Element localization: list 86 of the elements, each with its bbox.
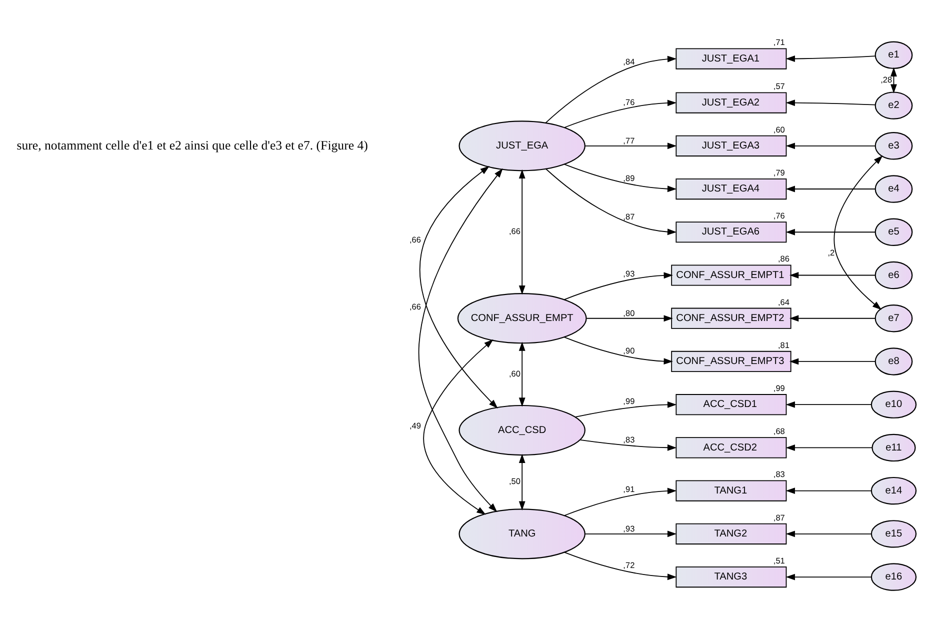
arrow: [786, 100, 876, 106]
arrow: [419, 166, 498, 409]
edge-label: ,72: [623, 561, 635, 570]
node-ellipse: e15: [870, 520, 917, 548]
arrow: [786, 228, 876, 236]
arrow: [518, 169, 526, 295]
node-ellipse: e11: [872, 434, 916, 462]
edge-label: ,66: [410, 302, 421, 312]
node-label: ,86: [778, 254, 790, 264]
label: sure, notamment celle d'e1 et e2 ainsi que celle d'e3 et e7. (Figure 4): [16, 138, 368, 152]
node-label: ,83: [773, 470, 785, 480]
node-ellipse: e8: [874, 348, 913, 376]
node-label: ,81: [778, 340, 790, 350]
node-ellipse: JUST_EGA: [458, 120, 586, 172]
node-ellipse: e14: [870, 476, 917, 505]
arrow: [418, 168, 503, 512]
arrow: [786, 530, 872, 538]
edge-label: ,91: [623, 484, 635, 494]
node-ellipse: e4: [874, 175, 913, 203]
arrow: [564, 100, 677, 128]
node-label: ,76: [773, 212, 785, 221]
arrow: [789, 272, 876, 278]
edge-label: ,80: [623, 308, 635, 318]
node-ellipse: ACC_CSD: [458, 404, 586, 456]
arrow: [789, 315, 876, 322]
edge-label: ,50: [509, 477, 520, 486]
arrow: [786, 488, 872, 494]
arrow: [786, 56, 876, 62]
arrow: [786, 142, 876, 150]
arrow: [789, 358, 876, 365]
arrow: [564, 336, 673, 364]
arrow: [564, 552, 677, 580]
arrow: [564, 164, 677, 192]
node-ellipse: e16: [870, 563, 917, 591]
arrow: [564, 272, 673, 300]
arrow: [580, 440, 677, 451]
arrow: [545, 56, 677, 124]
arrow: [786, 186, 876, 192]
edge-label: ,89: [623, 174, 635, 183]
arrow: [586, 315, 673, 322]
arrow: [518, 342, 526, 407]
edge-label: ,66: [509, 227, 520, 236]
edge-label: ,93: [623, 524, 635, 534]
edge-label: ,83: [623, 435, 635, 444]
arrow: [786, 574, 872, 580]
edge-label: ,87: [623, 212, 635, 222]
node-label: ,60: [773, 125, 785, 134]
node-ellipse: e7: [874, 304, 913, 332]
arrow: [546, 168, 677, 236]
edge-label: ,93: [623, 269, 635, 278]
arrow: [834, 155, 883, 310]
node-ellipse: e3: [874, 132, 913, 160]
arrow: [584, 142, 677, 150]
node-label: ,99: [773, 384, 785, 394]
node-ellipse: e2: [874, 92, 913, 120]
arrow: [890, 67, 897, 94]
arrow: [786, 444, 873, 451]
arrow: [786, 401, 872, 408]
arrow: [518, 454, 526, 510]
edge-label: ,60: [509, 369, 520, 378]
node-ellipse: e1: [874, 41, 913, 69]
node-label: ,51: [773, 556, 785, 566]
edge-label: ,2: [828, 248, 835, 258]
node-ellipse: CONF_ASSUR_EMPT: [457, 293, 587, 344]
node-label: ,79: [773, 168, 785, 178]
arrow: [423, 339, 494, 515]
node-ellipse: e10: [870, 390, 917, 418]
node-label: ,57: [773, 82, 785, 92]
edge-label: ,99: [623, 396, 635, 406]
arrow: [564, 488, 677, 516]
node-label: ,71: [773, 38, 785, 48]
edge-label: ,28: [880, 75, 892, 84]
node-label: ,87: [773, 513, 785, 522]
edge-label: ,90: [623, 346, 635, 356]
edge-label: ,84: [623, 57, 635, 66]
arrow: [575, 401, 677, 418]
edge-label: ,49: [410, 422, 421, 431]
node-label: ,64: [778, 298, 790, 307]
node-label: ,68: [773, 427, 785, 436]
node-ellipse: e5: [874, 218, 913, 246]
arrow: [584, 530, 677, 538]
node-ellipse: e6: [874, 261, 913, 290]
edge-label: ,76: [623, 98, 635, 107]
node-ellipse: TANG: [458, 508, 586, 560]
edge-label: ,66: [410, 235, 421, 244]
edge-label: ,77: [623, 136, 635, 146]
